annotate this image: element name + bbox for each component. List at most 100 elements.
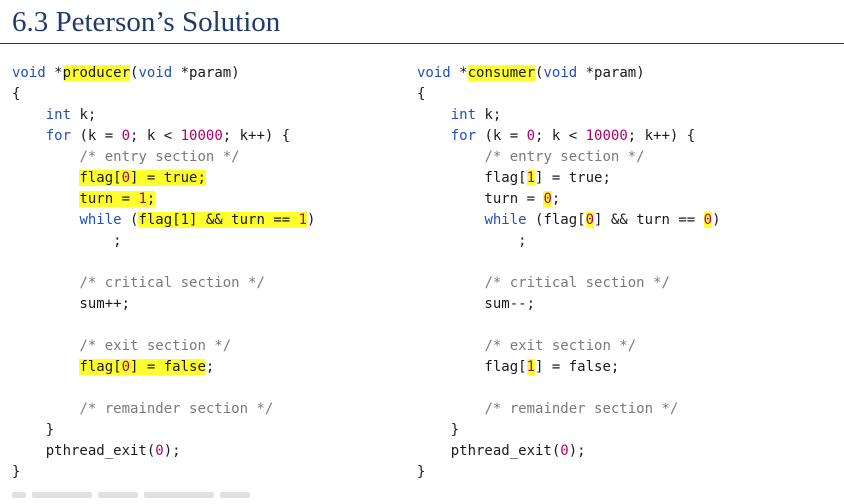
code-token: ); — [568, 443, 586, 459]
producer-code-line: flag[0] = false; — [12, 357, 315, 378]
producer-code-line: pthread_exit(0); — [12, 441, 315, 462]
producer-code-line: ; — [12, 231, 315, 252]
code-token — [417, 128, 451, 144]
code-token — [417, 149, 484, 165]
code-token: turn = — [79, 191, 139, 207]
code-token: int — [450, 107, 477, 123]
consumer-code-line: int k; — [417, 105, 721, 126]
code-token: * — [54, 65, 63, 81]
code-token: ; — [417, 233, 527, 249]
code-token: 1 — [526, 170, 536, 186]
code-token: ; k < — [535, 128, 586, 144]
code-token — [417, 212, 484, 228]
code-token: } — [12, 422, 55, 438]
consumer-code-line: void *consumer(void *param) — [417, 63, 721, 84]
code-token: turn = — [417, 191, 544, 207]
producer-code-line: { — [12, 84, 315, 105]
code-token: k; — [71, 107, 97, 123]
code-token: 0 — [121, 128, 131, 144]
code-token: ] = true; — [535, 170, 611, 186]
code-token: } — [12, 464, 21, 480]
consumer-code-line — [417, 252, 721, 273]
code-token: ) — [307, 212, 316, 228]
code-token: for — [45, 128, 72, 144]
code-token: 1 — [298, 212, 308, 228]
page-title: 6.3 Peterson’s Solution — [12, 6, 281, 38]
code-token: 10000 — [180, 128, 223, 144]
code-token — [12, 275, 79, 291]
code-token: 0 — [703, 212, 713, 228]
code-token — [12, 107, 46, 123]
code-token: flag[ — [79, 359, 122, 375]
code-token: /* remainder section */ — [484, 401, 679, 417]
code-token: (k = — [476, 128, 527, 144]
code-token: ; — [12, 233, 122, 249]
code-token: while — [484, 212, 527, 228]
code-token: for — [450, 128, 477, 144]
code-token: 0 — [543, 191, 552, 207]
consumer-code-line: /* critical section */ — [417, 273, 721, 294]
code-token: { — [12, 86, 21, 102]
code-token: pthread_exit( — [417, 443, 561, 459]
code-token: *param) — [577, 65, 645, 81]
producer-code-line: /* entry section */ — [12, 147, 315, 168]
consumer-code-line — [417, 378, 721, 399]
code-token: pthread_exit( — [12, 443, 156, 459]
code-token: flag[ — [417, 359, 527, 375]
code-token: sum++; — [12, 296, 131, 312]
code-token: flag[1] && turn == — [138, 212, 299, 228]
consumer-code-line: flag[1] = false; — [417, 357, 721, 378]
code-token: void — [417, 65, 460, 81]
producer-code-line: flag[0] = true; — [12, 168, 315, 189]
code-token — [12, 338, 79, 354]
code-token — [12, 191, 79, 207]
code-token: ) — [712, 212, 721, 228]
code-token: flag[ — [417, 170, 527, 186]
consumer-code-line: { — [417, 84, 721, 105]
code-token: 1 — [526, 359, 536, 375]
producer-code-line — [12, 378, 315, 399]
code-token: 1 — [138, 191, 147, 207]
code-token: k; — [476, 107, 502, 123]
code-token: ] = false — [130, 359, 206, 375]
code-token: ] && turn == — [594, 212, 704, 228]
code-token — [12, 359, 79, 375]
code-token: ] = false; — [535, 359, 620, 375]
consumer-code-line: } — [417, 462, 721, 483]
code-token — [12, 149, 79, 165]
producer-code-line: while (flag[1] && turn == 1) — [12, 210, 315, 231]
code-token: ; k++) { — [222, 128, 291, 144]
consumer-code-block: void *consumer(void *param){ int k; for … — [417, 63, 721, 483]
consumer-code-line: for (k = 0; k < 10000; k++) { — [417, 126, 721, 147]
code-token: void — [543, 65, 578, 81]
consumer-code-line: pthread_exit(0); — [417, 441, 721, 462]
producer-code-line: } — [12, 420, 315, 441]
producer-code-block: void *producer(void *param){ int k; for … — [12, 63, 315, 483]
producer-code-line — [12, 315, 315, 336]
producer-code-line — [12, 252, 315, 273]
code-token: 0 — [526, 128, 536, 144]
code-token: *param) — [172, 65, 240, 81]
producer-code-line: /* exit section */ — [12, 336, 315, 357]
consumer-code-line: ; — [417, 231, 721, 252]
code-token: /* exit section */ — [484, 338, 637, 354]
code-token: ; — [205, 359, 215, 375]
code-token: void — [12, 65, 55, 81]
producer-code-line: /* remainder section */ — [12, 399, 315, 420]
code-token: 0 — [560, 443, 569, 459]
code-token: ] = true; — [130, 170, 206, 186]
code-token: ( — [121, 212, 139, 228]
consumer-code-line: while (flag[0] && turn == 0) — [417, 210, 721, 231]
consumer-code-line: /* remainder section */ — [417, 399, 721, 420]
code-token — [417, 401, 484, 417]
producer-code-line: /* critical section */ — [12, 273, 315, 294]
code-token: * — [459, 65, 468, 81]
code-token: /* critical section */ — [484, 275, 670, 291]
consumer-code-line: turn = 0; — [417, 189, 721, 210]
code-token: ( — [535, 65, 544, 81]
code-token: flag[ — [79, 170, 122, 186]
code-token: 10000 — [585, 128, 628, 144]
consumer-code-line — [417, 315, 721, 336]
producer-code-line: int k; — [12, 105, 315, 126]
code-token: /* entry section */ — [79, 149, 240, 165]
